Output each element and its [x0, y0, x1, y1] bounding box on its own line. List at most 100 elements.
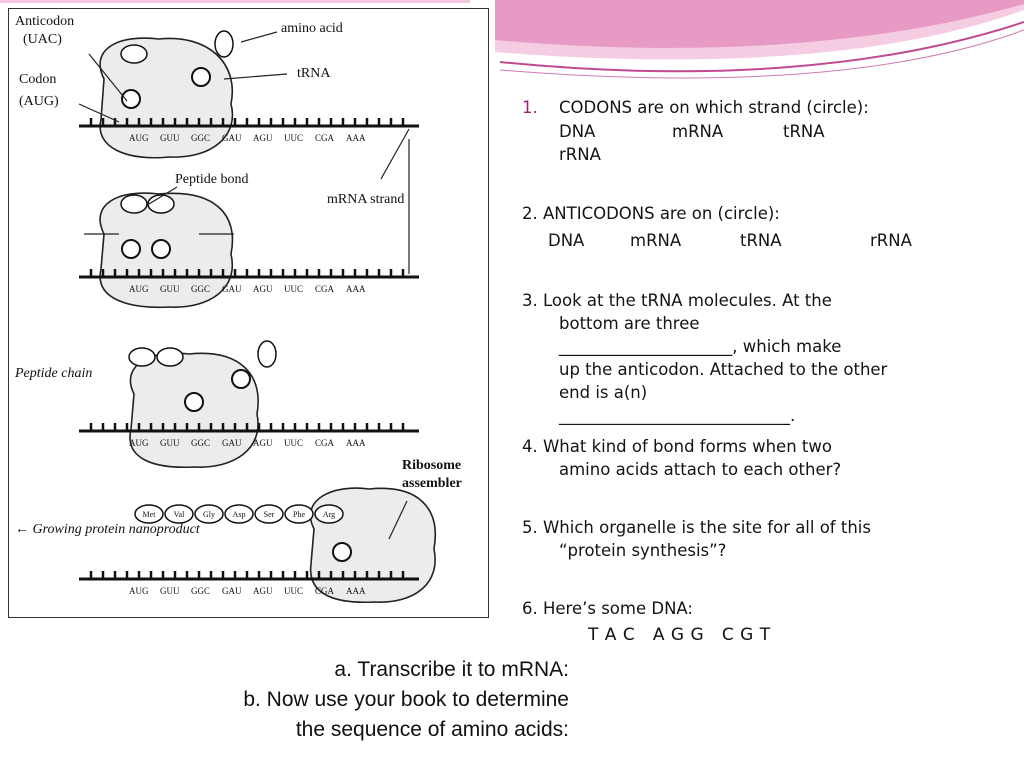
codon-label: GUU [160, 284, 180, 294]
q5-line-2: “protein synthesis”? [559, 541, 727, 560]
decor-wave-4 [499, 29, 1024, 79]
label-ribosome-1: Ribosome [402, 458, 461, 473]
decor-wave-5 [0, 0, 470, 3]
q1-option-rrna[interactable]: rRNA [559, 145, 601, 164]
chain-amino-acid-label: Phe [293, 510, 305, 519]
codon-label: GAU [222, 586, 242, 596]
trna-3b [231, 369, 251, 389]
q1-option-dna[interactable]: DNA [559, 122, 596, 141]
codon-label: GAU [222, 438, 242, 448]
trna-1a [121, 89, 141, 109]
q4-line-1: 4. What kind of bond forms when two [522, 437, 832, 456]
codon-label: AGU [253, 133, 273, 143]
task-b-line-1: b. Now use your book to determine [243, 688, 569, 711]
codon-label: AUG [129, 133, 149, 143]
chain-amino-acid-oval [284, 504, 314, 524]
question-3: 3. Look at the tRNA molecules. At the bo… [522, 289, 887, 427]
q1-option-trna[interactable]: tRNA [783, 122, 825, 141]
q2-option-rrna[interactable]: rRNA [870, 231, 912, 250]
codon-label: GUU [160, 586, 180, 596]
codon-label: GGC [191, 586, 210, 596]
q3-line-4: up the anticodon. Attached to the other [559, 360, 888, 379]
label-codon-seq: (AUG) [19, 94, 59, 109]
label-trna: tRNA [297, 66, 331, 81]
q2-option-dna[interactable]: DNA [548, 231, 585, 250]
codon-label: GGC [191, 438, 210, 448]
aa-oval-6 [156, 347, 184, 367]
aa-oval-4 [147, 194, 175, 214]
q2-option-mrna[interactable]: mRNA [630, 231, 682, 250]
question-5: 5. Which organelle is the site for all o… [522, 516, 871, 562]
codon-label: GGC [191, 133, 210, 143]
q1-option-mrna[interactable]: mRNA [672, 122, 724, 141]
trna-1b [191, 67, 211, 87]
codon-label: AGU [253, 438, 273, 448]
label-mrna-strand: mRNA strand [327, 192, 404, 207]
chain-amino-acid-label: Val [174, 510, 185, 519]
codon-label: AAA [346, 133, 366, 143]
chain-amino-acid-oval [224, 504, 254, 524]
chain-amino-acid-label: Arg [323, 510, 335, 519]
codon-label: GUU [160, 438, 180, 448]
label-peptide-chain: Peptide chain [14, 366, 92, 381]
codon-label: CGA [315, 133, 335, 143]
codon-label: GUU [160, 133, 180, 143]
slide-decoration [0, 0, 1024, 79]
codon-label: AGU [253, 284, 273, 294]
question-6: 6. Here’s some DNA: [522, 599, 693, 618]
codon-label: UUC [284, 284, 303, 294]
label-amino-acid: amino acid [281, 21, 343, 36]
q3-blank-1[interactable]: _____________________, which make [559, 337, 842, 356]
question-4: 4. What kind of bond forms when two amin… [522, 435, 841, 481]
label-codon: Codon [19, 72, 56, 87]
task-b-line-2: the sequence of amino acids: [295, 718, 569, 741]
codon-label: UUC [284, 586, 303, 596]
codon-label: CGA [315, 284, 335, 294]
pointer-mrna-1 [380, 128, 410, 180]
question-1-number: 1. [522, 98, 538, 117]
label-growing-protein: ← Growing protein nanoproduct [15, 522, 201, 537]
codon-label: UUC [284, 438, 303, 448]
chain-amino-acid-oval [254, 504, 284, 524]
q5-line-1: 5. Which organelle is the site for all o… [522, 518, 871, 537]
question-2: 2. ANTICODONS are on (circle): [522, 204, 780, 223]
q3-line-2: bottom are three [559, 314, 700, 333]
codon-label: AUG [129, 438, 149, 448]
question-1-text: CODONS are on which strand (circle): [559, 98, 869, 117]
label-anticodon-seq: (UAC) [23, 32, 62, 47]
dna-sequence: T A C A G G C G T [588, 625, 771, 645]
trna-2a [121, 239, 141, 259]
pointer-peptide-bond [148, 186, 178, 205]
pointer-trna [223, 73, 288, 80]
label-ribosome-2: assembler [402, 476, 462, 491]
chain-amino-acid-label: Met [143, 510, 157, 519]
q3-line-1: 3. Look at the tRNA molecules. At the [522, 291, 832, 310]
q2-option-trna[interactable]: tRNA [740, 231, 782, 250]
chain-amino-acid-oval [194, 504, 224, 524]
q4-line-2: amino acids attach to each other? [559, 460, 842, 479]
decor-wave-2 [495, 0, 1024, 48]
codon-label: GAU [222, 284, 242, 294]
q3-blank-2[interactable]: ____________________________. [559, 406, 796, 425]
trna-3a [184, 392, 204, 412]
codon-label: AAA [346, 284, 366, 294]
codon-label: GGC [191, 284, 210, 294]
codon-label: CGA [315, 438, 335, 448]
chain-amino-acid-oval [314, 504, 344, 524]
codon-label: AGU [253, 586, 273, 596]
pointer-anticodon [88, 53, 128, 102]
codon-label: AAA [346, 438, 366, 448]
codon-label: GAU [222, 133, 242, 143]
aa-oval-1 [120, 44, 148, 64]
chain-amino-acid-label: Asp [233, 510, 246, 519]
chain-amino-acid-oval [164, 504, 194, 524]
chain-amino-acid-label: Gly [203, 510, 215, 519]
pointer-amino-acid [240, 31, 278, 43]
codon-label: UUC [284, 133, 303, 143]
codon-label: AAA [346, 586, 366, 596]
trna-2b [151, 239, 171, 259]
chain-amino-acid-oval [134, 504, 164, 524]
question-1: 1. CODONS are on which strand (circle): [522, 96, 869, 119]
